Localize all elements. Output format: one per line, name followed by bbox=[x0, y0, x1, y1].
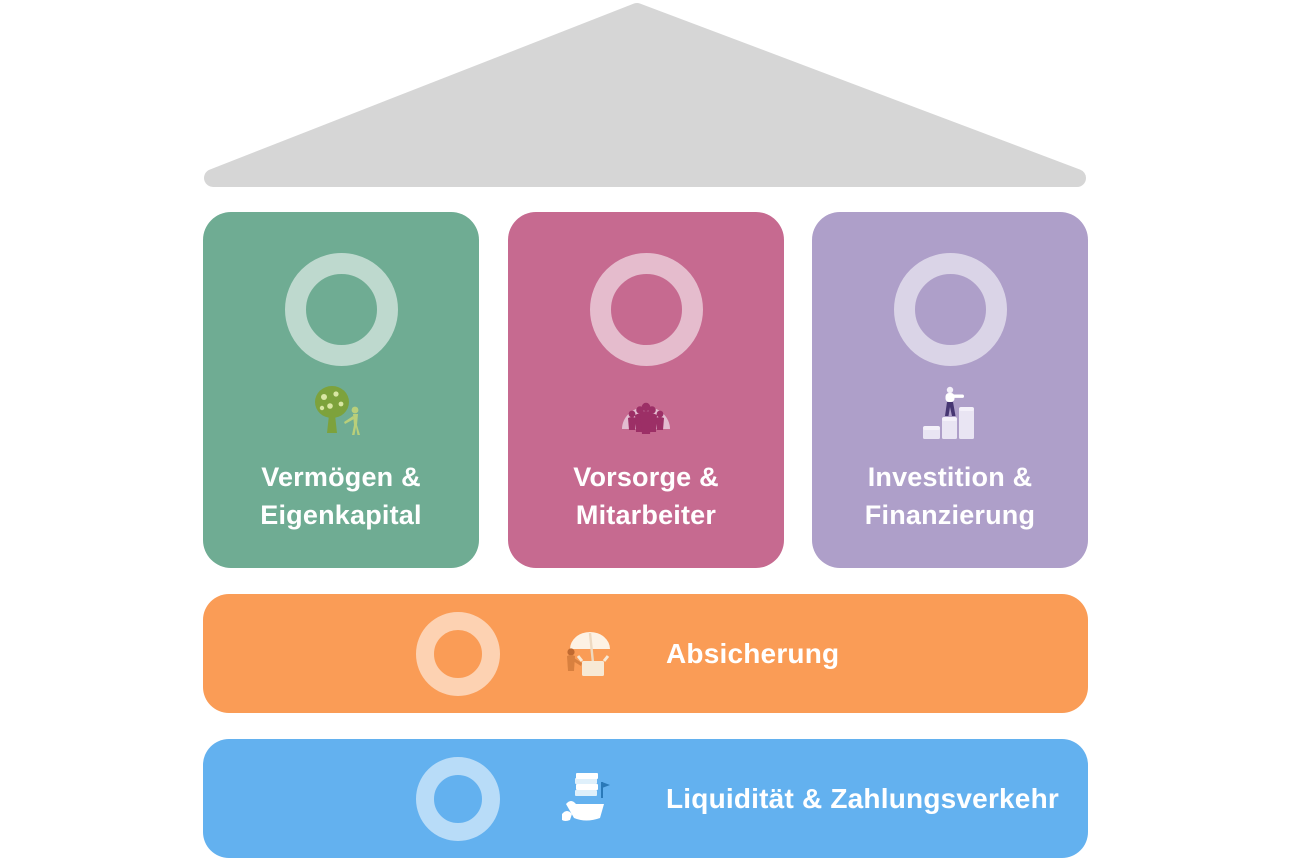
pillar-vorsorge-mitarbeiter[interactable]: Vorsorge & Mitarbeiter bbox=[508, 212, 784, 568]
pillar-vermoegen-eigenkapital[interactable]: Vermögen & Eigenkapital bbox=[203, 212, 479, 568]
ring-radio-icon[interactable] bbox=[416, 756, 500, 841]
pillar-investition-finanzierung[interactable]: Investition & Finanzierung bbox=[812, 212, 1088, 568]
roof-triangle bbox=[204, 3, 1086, 187]
bar-absicherung[interactable]: Absicherung bbox=[203, 594, 1088, 713]
pillar-label: Investition & Finanzierung bbox=[864, 462, 1036, 530]
tree-watering-icon bbox=[309, 382, 373, 444]
pillar-label: Vorsorge & Mitarbeiter bbox=[573, 462, 719, 530]
people-group-icon bbox=[614, 382, 678, 444]
ring-radio-icon[interactable] bbox=[416, 611, 500, 696]
stairs-climbing-icon bbox=[918, 382, 982, 444]
bar-liquiditaet-zahlungsverkehr[interactable]: Liquidität & Zahlungsverkehr bbox=[203, 739, 1088, 858]
boat-documents-icon bbox=[558, 768, 616, 830]
ring-radio-icon[interactable] bbox=[893, 253, 1007, 366]
umbrella-box-icon bbox=[558, 623, 616, 685]
ring-radio-icon[interactable] bbox=[589, 253, 703, 366]
pillar-label: Vermögen & Eigenkapital bbox=[260, 462, 422, 530]
ring-radio-icon[interactable] bbox=[284, 253, 398, 366]
bar-label: Absicherung bbox=[666, 637, 840, 669]
bar-label: Liquidität & Zahlungsverkehr bbox=[666, 782, 1059, 814]
